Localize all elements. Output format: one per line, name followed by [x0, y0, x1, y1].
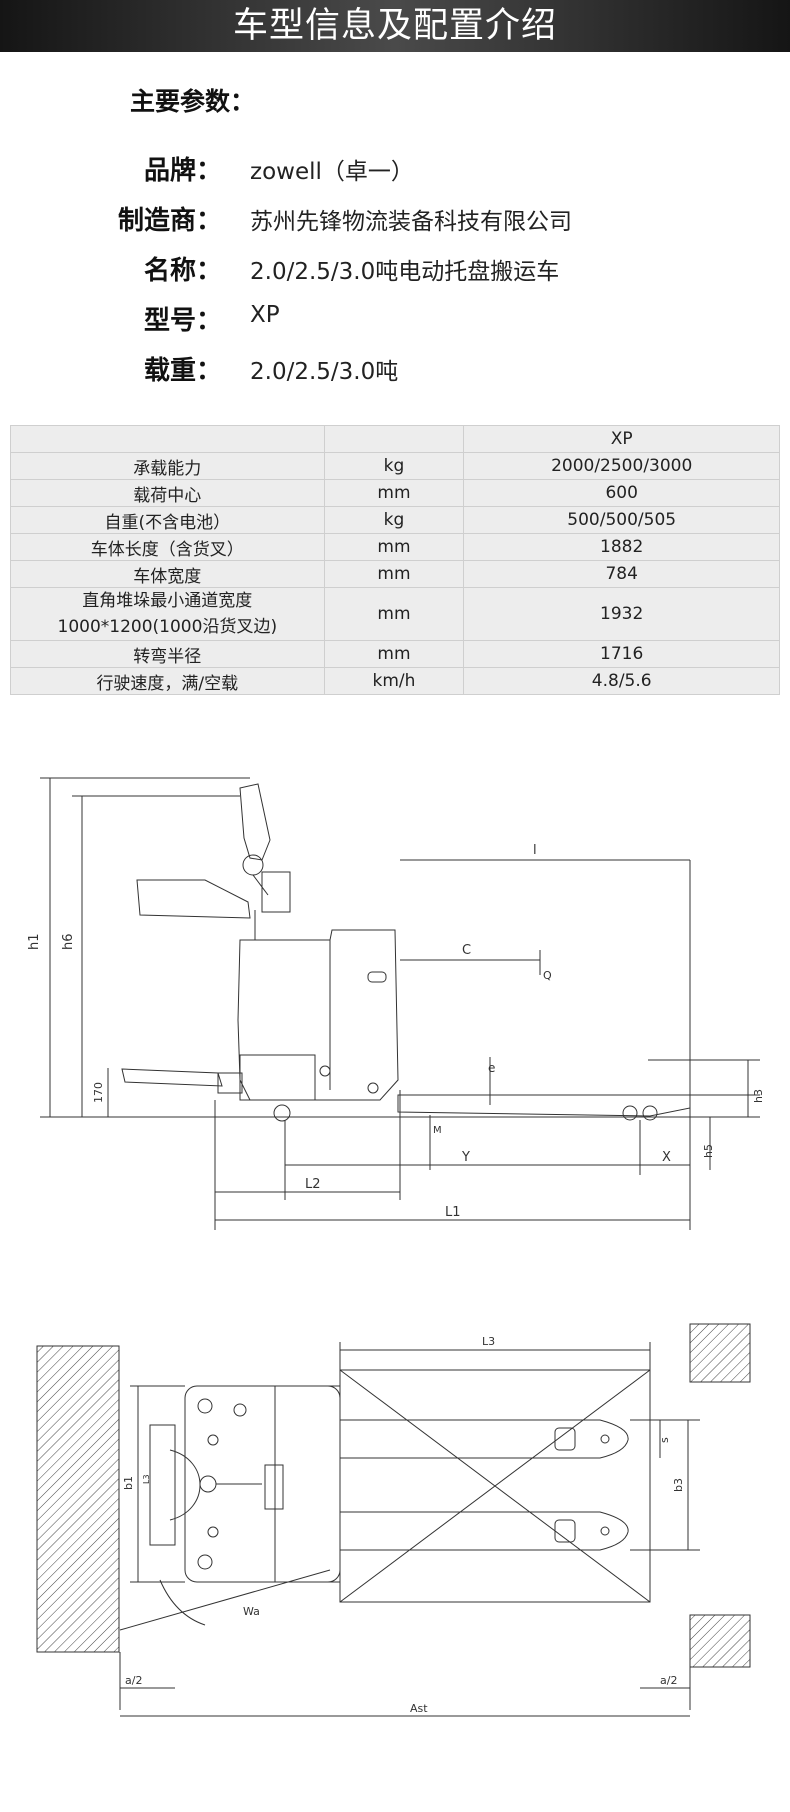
label-wa: Wa — [243, 1605, 260, 1618]
table-cell: 4.8/5.6 — [463, 667, 780, 695]
table-row: 车体宽度 mm 784 — [10, 560, 780, 588]
wa-dimension — [119, 1569, 331, 1631]
spec-row-manufacturer: 制造商： 苏州先锋物流装备科技有限公司 — [0, 200, 790, 236]
table-cell: 1716 — [463, 640, 780, 668]
spec-value: zowell（卓一） — [250, 159, 414, 185]
label-ast: Ast — [410, 1702, 428, 1715]
spec-value: XP — [250, 302, 280, 328]
label-l3: L3 — [482, 1335, 495, 1348]
table-row: 自重(不含电池） kg 500/500/505 — [10, 506, 780, 534]
label-m: M — [433, 1125, 442, 1136]
side-view-drawing: h1 h6 170 l C Q e M h3 h5 Y X L2 L1 — [27, 777, 765, 1230]
parameter-table: XP 承载能力 kg 2000/2500/3000 载荷中心 mm 600 自重… — [10, 425, 780, 695]
table-cell: kg — [323, 506, 465, 534]
table-row: 载荷中心 mm 600 — [10, 479, 780, 507]
table-cell: 1932 — [463, 587, 780, 641]
spec-value: 2.0/2.5/3.0吨 — [250, 359, 399, 385]
table-cell: 载荷中心 — [10, 479, 325, 507]
left-wall — [36, 1345, 120, 1653]
table-cell: 1882 — [463, 533, 780, 561]
table-cell: 2000/2500/3000 — [463, 452, 780, 480]
table-header-cell: XP — [463, 425, 780, 453]
table-row: 转弯半径 mm 1716 — [10, 640, 780, 668]
label-x: X — [662, 1150, 671, 1165]
table-header-row: XP — [10, 425, 780, 453]
table-row: 承载能力 kg 2000/2500/3000 — [10, 452, 780, 480]
table-cell: 车体宽度 — [10, 560, 325, 588]
label-a2-left: a/2 — [125, 1674, 142, 1687]
spec-row-name: 名称： 2.0/2.5/3.0吨电动托盘搬运车 — [0, 250, 790, 286]
label-l: l — [533, 843, 537, 858]
table-cell: km/h — [323, 667, 465, 695]
top-right-block — [689, 1323, 751, 1383]
spec-label: 制造商： — [117, 206, 222, 236]
fork-right — [340, 1511, 629, 1551]
truck-body-top — [184, 1385, 341, 1583]
table-cell: 自重(不含电池） — [10, 506, 325, 534]
label-h3: h3 — [752, 1089, 765, 1103]
table-header-cell — [323, 425, 465, 453]
table-cell: kg — [323, 452, 465, 480]
load-wheel — [622, 1105, 638, 1121]
label-h6: h6 — [61, 933, 76, 950]
spec-row-capacity: 载重： 2.0/2.5/3.0吨 — [0, 350, 790, 386]
label-marker: L3 — [142, 1474, 151, 1484]
table-row: 车体长度（含货叉） mm 1882 — [10, 533, 780, 561]
table-cell: 行驶速度，满/空载 — [10, 667, 325, 695]
foot-step — [121, 1068, 223, 1087]
label-b1: b1 — [122, 1476, 135, 1490]
handle-tiller — [239, 783, 271, 861]
table-cell: 500/500/505 — [463, 506, 780, 534]
label-b3: b3 — [672, 1478, 685, 1492]
spec-row-brand: 品牌： zowell（卓一） — [0, 150, 790, 186]
fork — [397, 1094, 691, 1117]
bottom-right-block — [689, 1614, 751, 1668]
spec-label: 型号： — [143, 306, 222, 336]
table-cell: 承载能力 — [10, 452, 325, 480]
label-l1: L1 — [445, 1205, 461, 1220]
spec-value: 苏州先锋物流装备科技有限公司 — [250, 209, 572, 235]
top-view-drawing: L3 b1 b3 s Wa a/2 a/2 Ast L3 — [36, 1323, 751, 1717]
table-cell: mm — [323, 560, 465, 588]
table-cell: 600 — [463, 479, 780, 507]
label-c: C — [462, 943, 471, 958]
spec-row-model: 型号： XP — [0, 300, 790, 336]
label-l2: L2 — [305, 1177, 321, 1192]
table-row: 行驶速度，满/空载 km/h 4.8/5.6 — [10, 667, 780, 695]
spec-label: 品牌： — [143, 156, 222, 186]
spec-label: 名称： — [143, 256, 222, 286]
page-banner: 车型信息及配置介绍 — [0, 0, 790, 52]
label-s: s — [658, 1437, 671, 1443]
label-h5: h5 — [702, 1144, 715, 1158]
table-header-cell — [10, 425, 325, 453]
label-a2-right: a/2 — [660, 1674, 677, 1687]
table-cell: 直角堆垛最小通道宽度 1000*1200(1000沿货叉边) — [10, 587, 325, 641]
table-cell: mm — [323, 479, 465, 507]
fork-left — [340, 1419, 629, 1459]
table-cell: 转弯半径 — [10, 640, 325, 668]
spec-value: 2.0/2.5/3.0吨电动托盘搬运车 — [250, 259, 560, 285]
table-cell: mm — [323, 533, 465, 561]
label-y: Y — [461, 1150, 470, 1165]
truck-body — [237, 929, 399, 1101]
table-row: 直角堆垛最小通道宽度 1000*1200(1000沿货叉边) mm 1932 — [10, 587, 780, 641]
section-title: 主要参数： — [130, 87, 256, 116]
spec-label: 载重： — [143, 356, 222, 386]
table-cell: mm — [323, 640, 465, 668]
table-cell: mm — [323, 587, 465, 641]
operator-plate — [136, 879, 251, 919]
label-h1: h1 — [27, 933, 42, 950]
drive-wheel — [273, 1104, 291, 1122]
table-cell: 784 — [463, 560, 780, 588]
table-cell: 车体长度（含货叉） — [10, 533, 325, 561]
label-e: e — [488, 1061, 495, 1075]
label-q: Q — [543, 969, 552, 982]
label-170: 170 — [92, 1082, 105, 1103]
